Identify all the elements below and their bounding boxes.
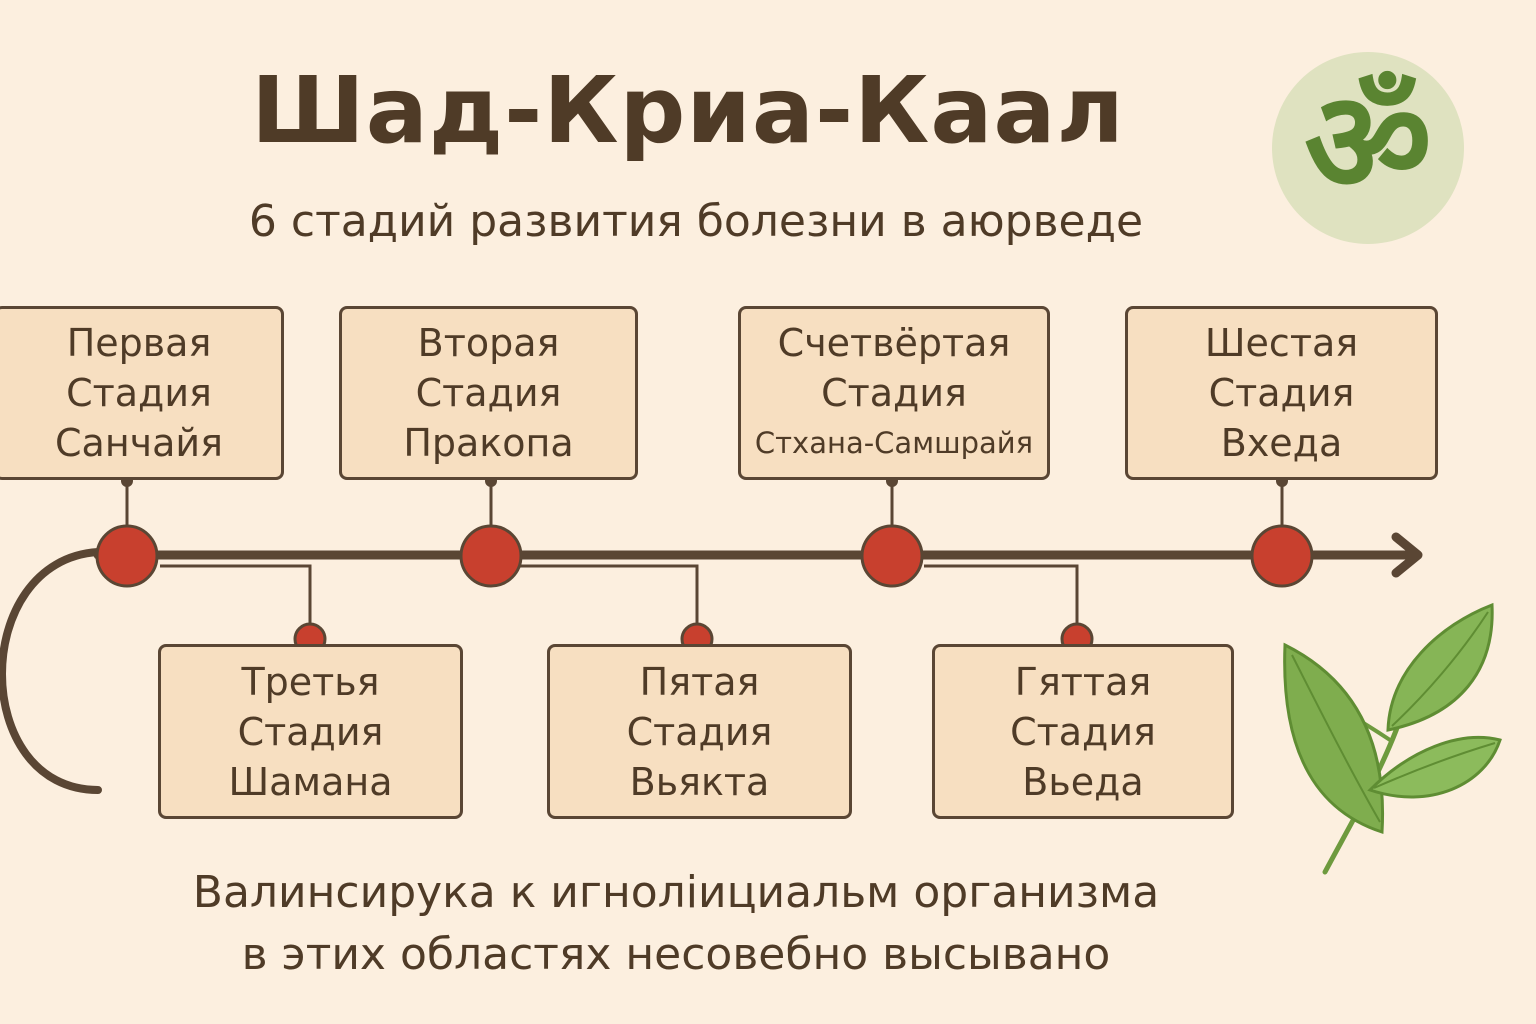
timeline-arc [0,548,102,794]
stage-ordinal: Вторая [417,321,560,365]
stage-box-4: Счетвёртая Стадия Стхана-Самшрайя [738,306,1050,480]
stage-dot-6 [1250,524,1314,588]
footer-note: Валинсирука к игнолiициальм организма в … [0,862,1352,986]
stage-dot-4 [860,524,924,588]
stage-word: Стадия [1208,371,1355,415]
timeline-arrow-icon [1391,532,1423,578]
connector-stage-5 [520,564,699,630]
stage-dot-1 [95,524,159,588]
stage-word: Стадия [415,371,562,415]
stage-word: Стадия [1010,709,1156,754]
stage-box-5: Пятая Стадия Вьякта [547,644,852,819]
om-badge: ॐ [1272,52,1464,244]
page-title: Шад-Криа-Каал [251,57,1125,164]
stage-box-2: Вторая Стадия Пракопа [339,306,638,480]
stage-box-3: Третья Стадия Шамана [158,644,463,819]
stage-sanskrit-name: Шамана [228,759,393,804]
stage-ordinal: Третья [241,659,380,704]
stage-sanskrit-name: Вхеда [1220,421,1343,465]
stage-word: Стадия [821,371,967,415]
stage-sanskrit-name: Вьеда [1022,759,1144,804]
stage-box-1: Первая Стадия Санчайя [0,306,284,480]
stage-box-6: Шестая Стадия Вхеда [1125,306,1438,480]
stage-dot-2 [459,524,523,588]
stage-ordinal: Шестая [1204,321,1359,365]
stage-word: Стадия [66,371,212,415]
stage-sanskrit-name: Стхана-Самшрайя [754,426,1034,460]
page-subtitle: 6 стадий развития болезни в аюрведе [248,196,1144,247]
connector-stage-6b [924,564,1079,630]
om-icon: ॐ [1304,62,1432,225]
stage-ordinal: Гяттая [1014,659,1152,704]
leaf-icon [1283,602,1502,875]
connector-stage-3 [160,564,312,630]
stage-sanskrit-name: Вьякта [629,759,770,804]
stage-sanskrit-name: Пракопа [403,421,574,465]
footer-line-1: Валинсирука к игнолiициальм организма [192,867,1160,918]
footer-line-2: в этих областях несовебно высывано [241,929,1111,980]
stage-word: Стадия [237,709,384,754]
stage-ordinal: Пятая [639,659,760,704]
stage-word: Стадия [626,709,773,754]
stage-box-6b: Гяттая Стадия Вьеда [932,644,1234,819]
stage-ordinal: Счетвёртая [777,321,1011,365]
stage-ordinal: Первая [66,321,212,365]
stage-sanskrit-name: Санчайя [55,421,223,465]
